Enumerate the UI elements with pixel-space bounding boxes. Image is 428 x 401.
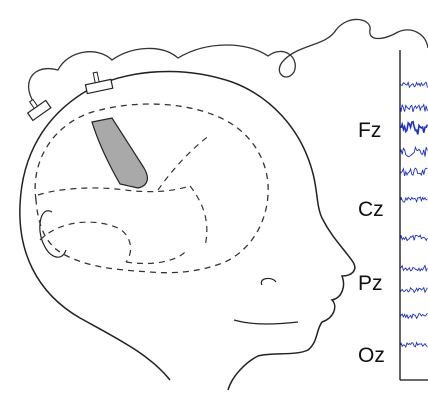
region-boundary: [126, 252, 185, 264]
channel-label-cz: Cz: [358, 198, 384, 221]
electrode-icon: [85, 72, 112, 93]
region-boundary: [190, 186, 207, 246]
region-boundary: [38, 186, 190, 195]
eeg-trace: [401, 82, 427, 87]
eeg-trace: [401, 235, 427, 241]
highlight-region: [92, 118, 147, 188]
channel-label-oz: Oz: [358, 344, 385, 367]
eeg-trace: [401, 122, 427, 135]
eeg-trace: [401, 266, 427, 271]
channel-label-pz: Pz: [358, 272, 383, 295]
eeg-trace: [401, 168, 427, 176]
brain-outline-icon: [35, 104, 268, 273]
electrode-icon: [28, 100, 51, 121]
region-boundary: [158, 135, 210, 190]
eeg-trace: [401, 288, 427, 293]
eeg-trace: [401, 313, 427, 318]
eeg-trace: [401, 197, 427, 202]
mouth-icon: [234, 320, 298, 324]
eeg-trace: [401, 105, 427, 112]
eeg-trace: [401, 147, 427, 157]
head-outline-icon: [20, 72, 355, 390]
channel-label-fz: Fz: [358, 119, 381, 142]
nostril-icon: [261, 278, 276, 285]
eeg-trace: [401, 343, 427, 347]
wire-icon: [29, 19, 428, 112]
eeg-traces: [401, 82, 427, 347]
